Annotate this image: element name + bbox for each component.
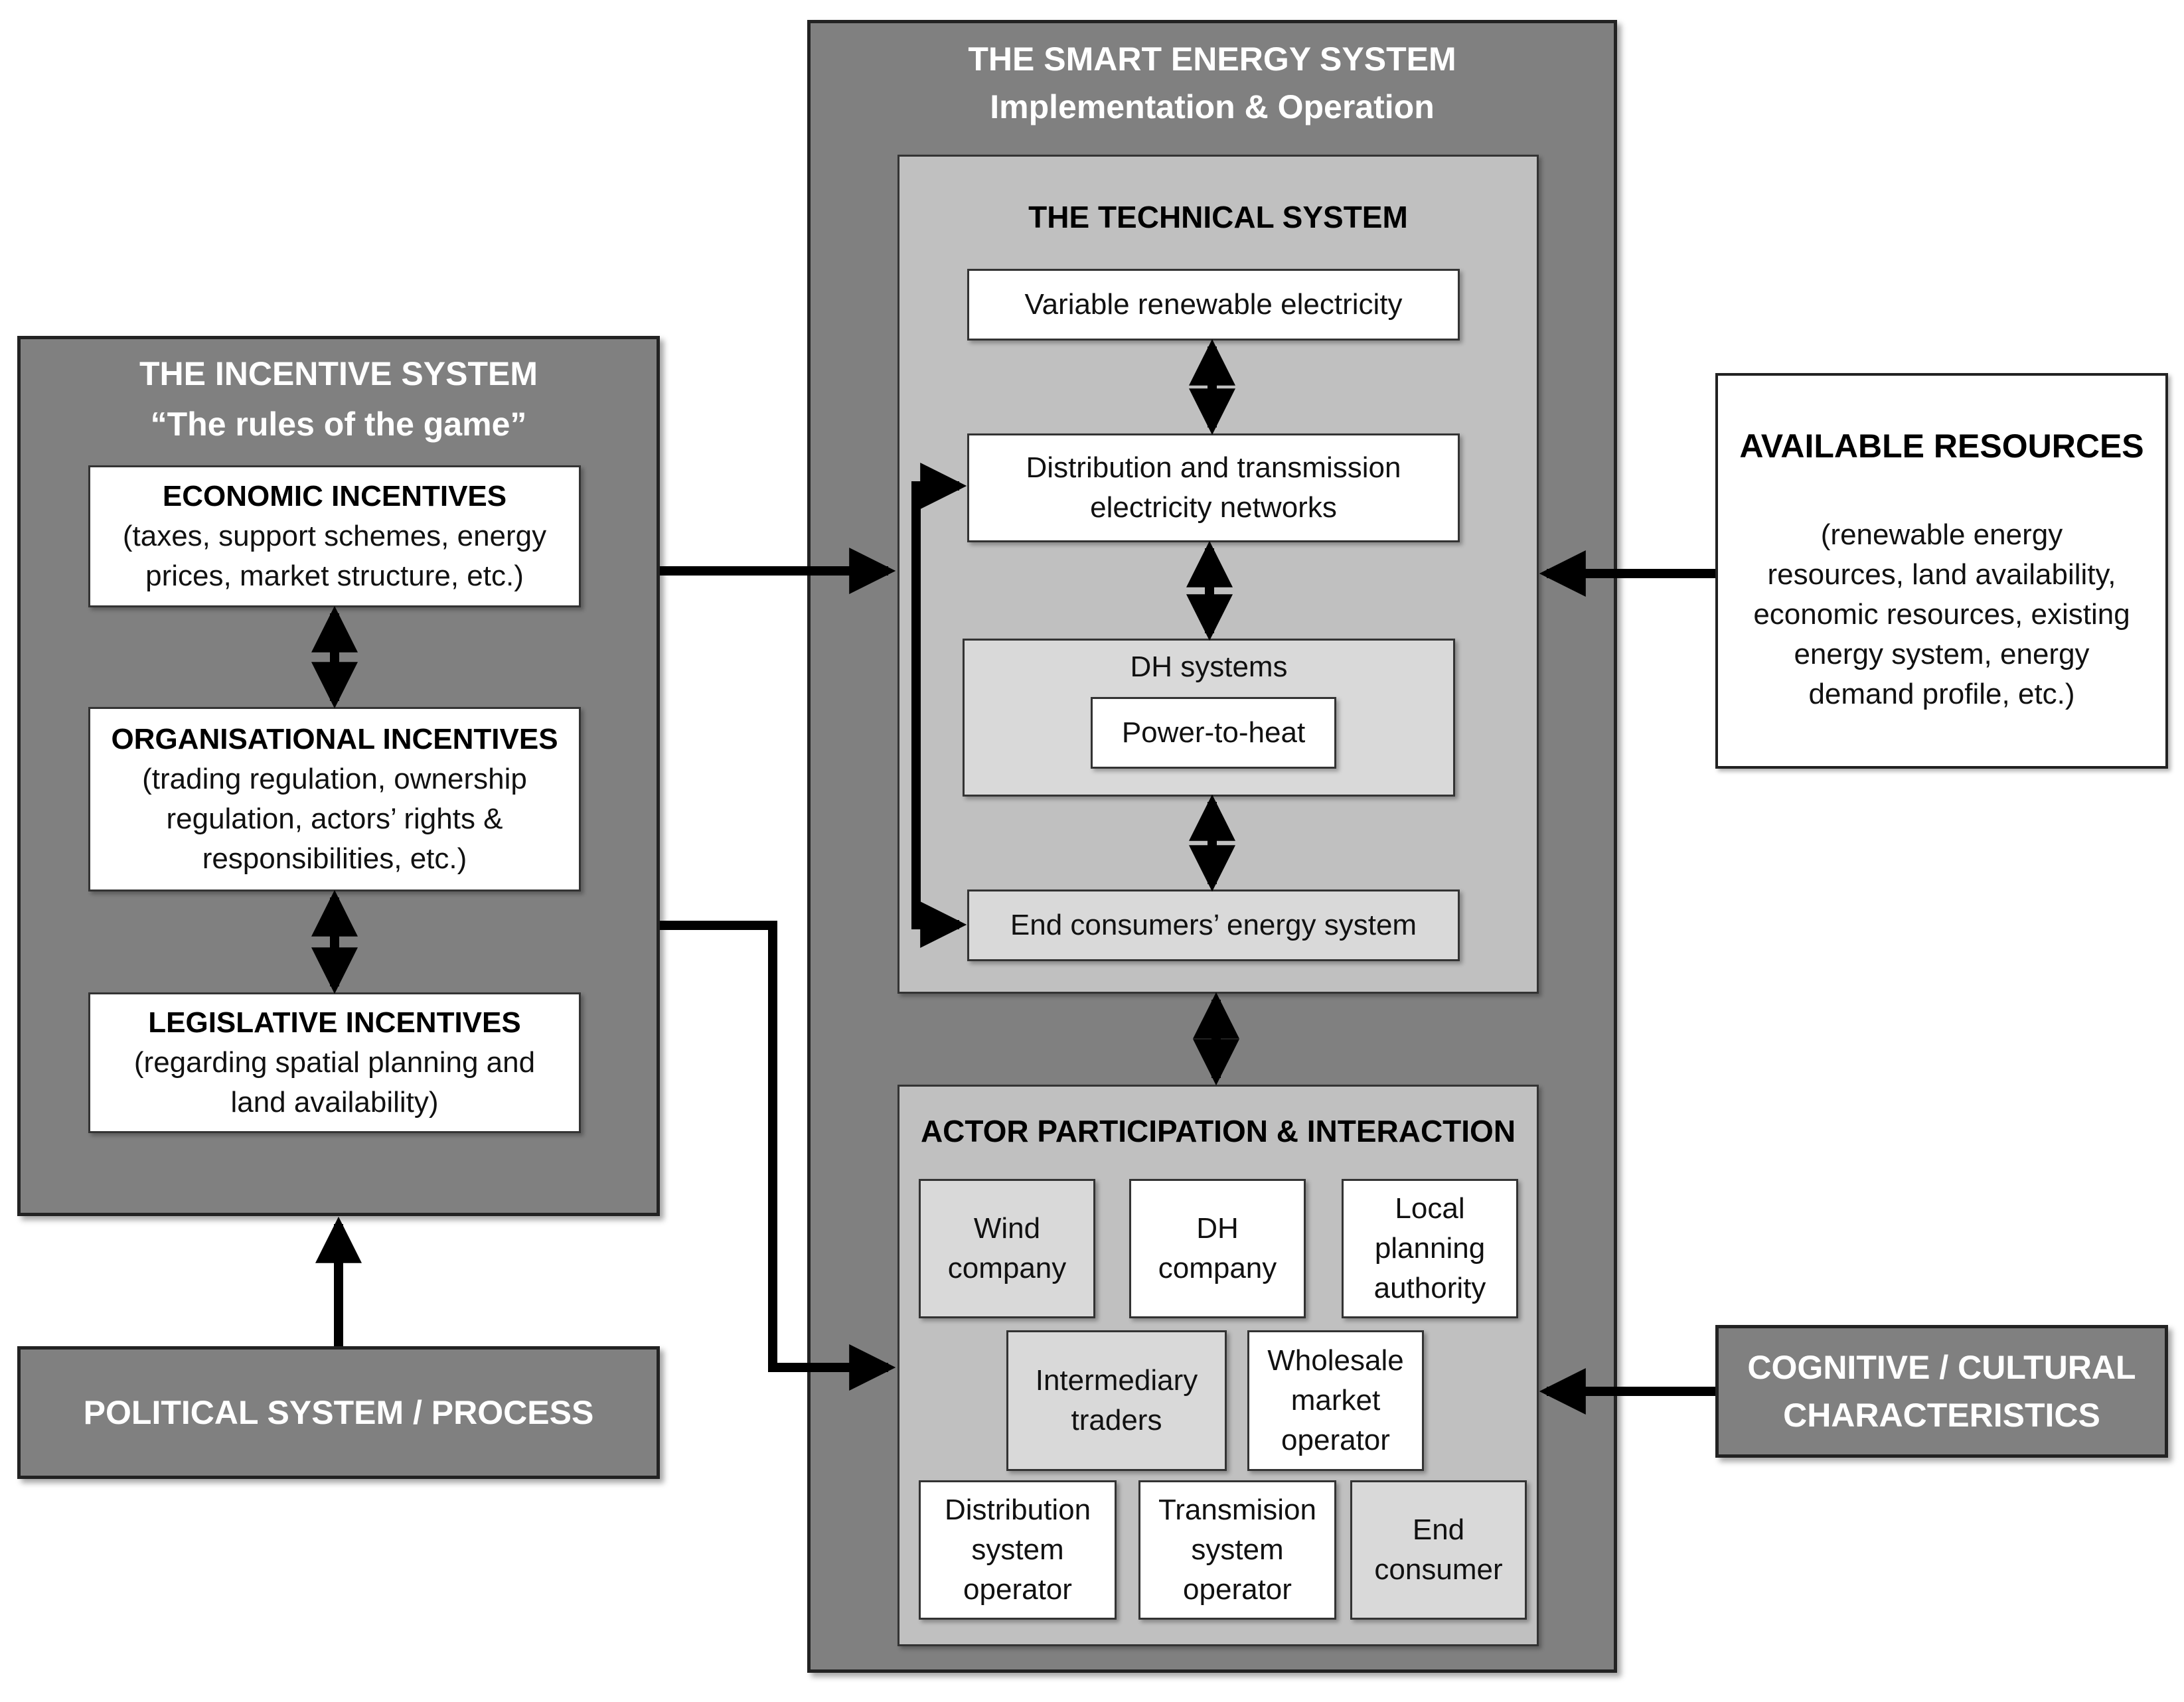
available-resources-title: AVAILABLE RESOURCES xyxy=(1739,427,2144,465)
legislative-incentives-line: land availability) xyxy=(230,1086,439,1119)
economic-incentives-line: prices, market structure, etc.) xyxy=(145,560,524,592)
electricity-networks-box: Distribution and transmission electricit… xyxy=(967,433,1460,542)
organisational-incentives-title: ORGANISATIONAL INCENTIVES xyxy=(111,723,558,755)
actor-end-consumer: End consumer xyxy=(1350,1480,1527,1620)
actor-label-line: planning xyxy=(1374,1232,1486,1265)
cognitive-cultural-line1: COGNITIVE / CULTURAL xyxy=(1747,1349,2136,1386)
actor-label-line: market xyxy=(1290,1384,1381,1417)
actor-label-line: Local xyxy=(1395,1192,1465,1225)
actor-label-line: End xyxy=(1412,1513,1465,1546)
smart-energy-system-subtitle: Implementation & Operation xyxy=(990,88,1435,125)
smart-energy-system-title: THE SMART ENERGY SYSTEM xyxy=(968,40,1456,78)
actor-label-line: operator xyxy=(1281,1424,1390,1456)
incentive-system-title: THE INCENTIVE SYSTEM xyxy=(139,355,538,392)
variable-renewable-electricity-box: Variable renewable electricity xyxy=(967,269,1460,341)
organisational-incentives-line: regulation, actors’ rights & xyxy=(166,803,503,835)
actor-distribution-system-operator: Distribution system operator xyxy=(919,1480,1117,1620)
actor-label-line: consumer xyxy=(1374,1553,1503,1586)
actor-label-line: system xyxy=(1191,1533,1284,1566)
political-system-label: POLITICAL SYSTEM / PROCESS xyxy=(83,1394,594,1431)
actor-label-line: company xyxy=(1158,1252,1277,1284)
actor-label-line: Distribution xyxy=(944,1494,1091,1526)
technical-system-title: THE TECHNICAL SYSTEM xyxy=(1028,200,1408,234)
actor-local-planning-authority: Local planning authority xyxy=(1342,1179,1518,1318)
actor-label-line: system xyxy=(971,1533,1064,1566)
available-resources-line: energy system, energy xyxy=(1794,638,2090,670)
actor-participation-title: ACTOR PARTICIPATION & INTERACTION xyxy=(920,1114,1516,1148)
actor-label-line: Intermediary xyxy=(1035,1364,1198,1397)
organisational-incentives-line: (trading regulation, ownership xyxy=(142,763,527,795)
actor-label-line: DH xyxy=(1196,1212,1239,1245)
vre-label: Variable renewable electricity xyxy=(1024,288,1403,321)
actor-intermediary-traders: Intermediary traders xyxy=(1006,1330,1227,1471)
economic-incentives-box: ECONOMIC INCENTIVES (taxes, support sche… xyxy=(88,465,581,607)
actor-wholesale-market-operator: Wholesale market operator xyxy=(1247,1330,1424,1471)
networks-label-line2: electricity networks xyxy=(1090,491,1337,524)
available-resources-line: demand profile, etc.) xyxy=(1808,678,2075,710)
cognitive-cultural-box: COGNITIVE / CULTURAL CHARACTERISTICS xyxy=(1715,1325,2168,1458)
actor-label-line: Wind xyxy=(973,1212,1041,1245)
networks-label-line1: Distribution and transmission xyxy=(1026,451,1401,484)
power-to-heat-box: Power-to-heat xyxy=(1091,697,1336,769)
actor-label-line: company xyxy=(947,1252,1067,1284)
dh-systems-label: DH systems xyxy=(1130,651,1288,683)
actor-label-line: operator xyxy=(963,1573,1072,1606)
cognitive-cultural-line2: CHARACTERISTICS xyxy=(1783,1397,2100,1434)
legislative-incentives-title: LEGISLATIVE INCENTIVES xyxy=(148,1006,521,1039)
available-resources-line: (renewable energy xyxy=(1820,518,2063,551)
available-resources-line: economic resources, existing xyxy=(1753,598,2130,631)
available-resources-line: resources, land availability, xyxy=(1767,558,2116,591)
incentive-system-subtitle: “The rules of the game” xyxy=(150,406,527,443)
legislative-incentives-box: LEGISLATIVE INCENTIVES (regarding spatia… xyxy=(88,992,581,1133)
available-resources-box: AVAILABLE RESOURCES (renewable energy re… xyxy=(1715,373,2168,769)
organisational-incentives-box: ORGANISATIONAL INCENTIVES (trading regul… xyxy=(88,707,581,891)
actor-transmission-system-operator: Transmision system operator xyxy=(1138,1480,1336,1620)
actor-label-line: authority xyxy=(1373,1272,1486,1304)
end-consumers-label: End consumers’ energy system xyxy=(1010,909,1417,941)
legislative-incentives-line: (regarding spatial planning and xyxy=(133,1046,536,1079)
actor-label-line: Transmision xyxy=(1158,1494,1316,1526)
actor-label-line: Wholesale xyxy=(1267,1344,1404,1377)
economic-incentives-title: ECONOMIC INCENTIVES xyxy=(162,480,507,512)
end-consumers-energy-system-box: End consumers’ energy system xyxy=(967,890,1460,961)
organisational-incentives-line: responsibilities, etc.) xyxy=(202,842,467,875)
political-system-box: POLITICAL SYSTEM / PROCESS xyxy=(17,1346,660,1479)
economic-incentives-line: (taxes, support schemes, energy xyxy=(122,520,547,552)
actor-dh-company: DH company xyxy=(1129,1179,1306,1318)
power-to-heat-label: Power-to-heat xyxy=(1121,716,1306,749)
actor-label-line: operator xyxy=(1183,1573,1292,1606)
actor-wind-company: Wind company xyxy=(919,1179,1095,1318)
actor-label-line: traders xyxy=(1071,1404,1162,1436)
